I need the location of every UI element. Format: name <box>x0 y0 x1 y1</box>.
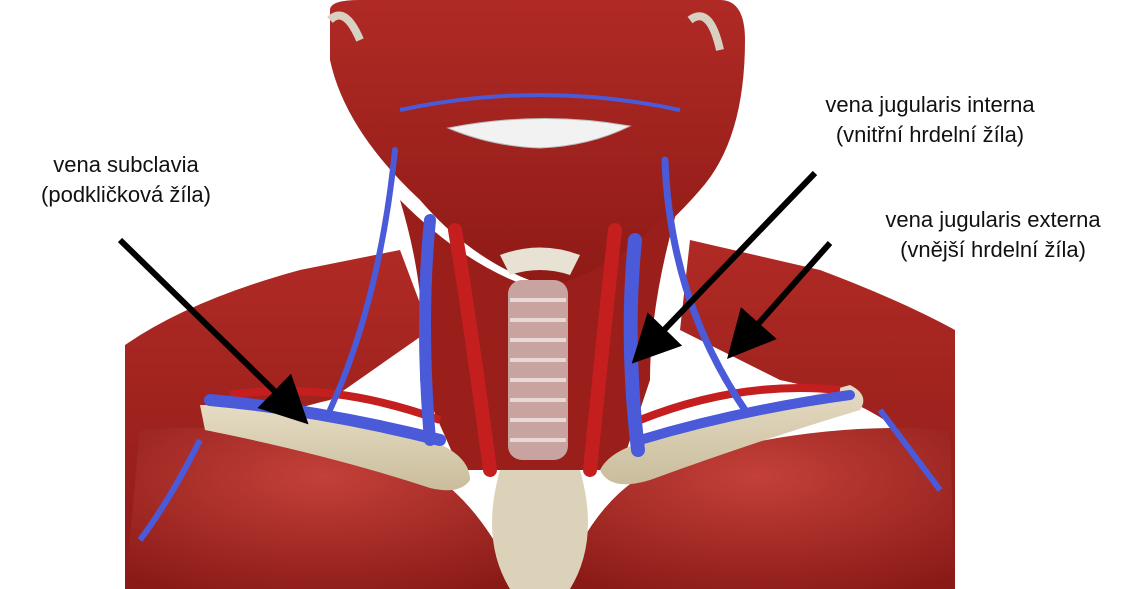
label-jugularis-interna-czech: (vnitřní hrdelní žíla) <box>790 120 1070 150</box>
right-internal-jugular-vein <box>631 240 638 450</box>
label-subclavia-latin: vena subclavia <box>8 150 244 180</box>
label-vena-jugularis-interna: vena jugularis interna (vnitřní hrdelní … <box>790 90 1070 150</box>
left-internal-jugular-vein <box>425 220 430 440</box>
label-vena-subclavia: vena subclavia (podkličková žíla) <box>8 150 244 210</box>
label-jugularis-externa-latin: vena jugularis externa <box>852 205 1134 235</box>
label-jugularis-interna-latin: vena jugularis interna <box>790 90 1070 120</box>
sternum <box>492 470 588 589</box>
label-subclavia-czech: (podkličková žíla) <box>8 180 244 210</box>
trachea <box>508 280 568 460</box>
label-vena-jugularis-externa: vena jugularis externa (vnější hrdelní ž… <box>852 205 1134 265</box>
label-jugularis-externa-czech: (vnější hrdelní žíla) <box>852 235 1134 265</box>
